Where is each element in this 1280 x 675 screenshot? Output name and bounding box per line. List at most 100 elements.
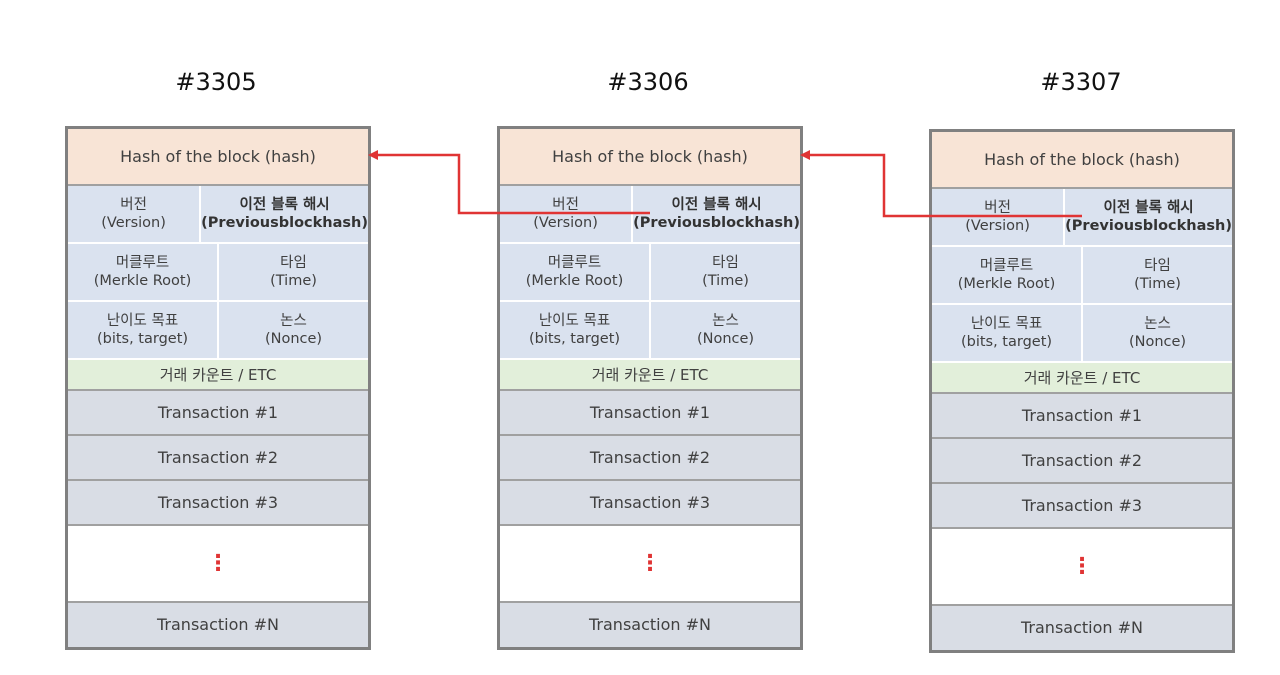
version-cell: 버전 (Version) bbox=[932, 189, 1063, 245]
ellipsis-cell: ⋮ bbox=[68, 526, 368, 601]
etc-row: 거래 카운트 / ETC bbox=[68, 360, 368, 391]
bits-cell: 난이도 목표 (bits, target) bbox=[68, 302, 217, 358]
version-cell: 버전 (Version) bbox=[68, 186, 199, 242]
block-hash-label: Hash of the block (hash) bbox=[984, 149, 1180, 169]
bits-label: 난이도 목표 bbox=[538, 313, 611, 329]
nonce-label: 논스 bbox=[280, 313, 307, 329]
header-row-bits: 난이도 목표 (bits, target) 논스 (Nonce) bbox=[932, 305, 1232, 363]
bits-sublabel: (bits, target) bbox=[96, 331, 189, 347]
transaction-row: Transaction #2 bbox=[500, 436, 800, 481]
ellipsis-cell: ⋮ bbox=[932, 529, 1232, 604]
block-hash-label: Hash of the block (hash) bbox=[120, 146, 316, 166]
transaction-label: Transaction #1 bbox=[1021, 405, 1143, 425]
version-label: 버전 bbox=[552, 197, 579, 213]
merkle-label: 머클루트 bbox=[547, 255, 602, 271]
bits-sublabel: (bits, target) bbox=[960, 334, 1053, 350]
prev-hash-sublabel: (Previousblockhash) bbox=[201, 215, 368, 231]
header-row-version: 버전 (Version) 이전 블록 해시 (Previousblockhash… bbox=[68, 186, 368, 244]
ellipsis-row: ⋮ bbox=[932, 529, 1232, 606]
prev-hash-label: 이전 블록 해시 bbox=[239, 197, 330, 213]
nonce-cell: 논스 (Nonce) bbox=[1081, 305, 1232, 361]
prev-hash-label: 이전 블록 해시 bbox=[671, 197, 762, 213]
nonce-cell: 논스 (Nonce) bbox=[217, 302, 368, 358]
header-row-merkle: 머클루트 (Merkle Root) 타임 (Time) bbox=[932, 247, 1232, 305]
transaction-label: Transaction #1 bbox=[157, 402, 279, 422]
header-row-bits: 난이도 목표 (bits, target) 논스 (Nonce) bbox=[500, 302, 800, 360]
transaction-row: Transaction #2 bbox=[68, 436, 368, 481]
transaction-label: Transaction #2 bbox=[157, 447, 279, 467]
time-sublabel: (Time) bbox=[702, 273, 749, 289]
ellipsis-row: ⋮ bbox=[500, 526, 800, 603]
header-row-version: 버전 (Version) 이전 블록 해시 (Previousblockhash… bbox=[932, 189, 1232, 247]
arrow-3307-to-3306 bbox=[800, 150, 1082, 218]
version-sublabel: (Version) bbox=[101, 215, 166, 231]
time-cell: 타임 (Time) bbox=[649, 244, 800, 300]
transaction-row: Transaction #1 bbox=[932, 394, 1232, 439]
version-sublabel: (Version) bbox=[965, 218, 1030, 234]
etc-label: 거래 카운트 / ETC bbox=[591, 365, 709, 384]
bits-cell: 난이도 목표 (bits, target) bbox=[500, 302, 649, 358]
merkle-label: 머클루트 bbox=[979, 258, 1034, 274]
block-hash-row: Hash of the block (hash) bbox=[500, 129, 800, 186]
transaction-row-last: Transaction #N bbox=[500, 603, 800, 647]
transaction-row: Transaction #1 bbox=[68, 391, 368, 436]
merkle-cell: 머클루트 (Merkle Root) bbox=[500, 244, 649, 300]
block-hash-label: Hash of the block (hash) bbox=[552, 146, 748, 166]
prev-hash-cell: 이전 블록 해시 (Previousblockhash) bbox=[199, 186, 368, 242]
transaction-row: Transaction #3 bbox=[68, 481, 368, 526]
transaction-row-last: Transaction #N bbox=[68, 603, 368, 647]
transaction-label: Transaction #3 bbox=[589, 492, 711, 512]
transaction-row-last: Transaction #N bbox=[932, 606, 1232, 650]
transaction-label-last: Transaction #N bbox=[589, 615, 711, 634]
transaction-label: Transaction #3 bbox=[1021, 495, 1143, 515]
version-cell: 버전 (Version) bbox=[500, 186, 631, 242]
transaction-label: Transaction #3 bbox=[157, 492, 279, 512]
version-sublabel: (Version) bbox=[533, 215, 598, 231]
time-cell: 타임 (Time) bbox=[217, 244, 368, 300]
block-title-3305: #3305 bbox=[175, 68, 257, 96]
bits-label: 난이도 목표 bbox=[106, 313, 179, 329]
merkle-sublabel: (Merkle Root) bbox=[957, 276, 1056, 292]
merkle-cell: 머클루트 (Merkle Root) bbox=[68, 244, 217, 300]
block-title-3307: #3307 bbox=[1040, 68, 1122, 96]
time-label: 타임 bbox=[712, 255, 739, 271]
header-row-version: 버전 (Version) 이전 블록 해시 (Previousblockhash… bbox=[500, 186, 800, 244]
block-3307: Hash of the block (hash) 버전 (Version) 이전… bbox=[929, 129, 1235, 653]
etc-row: 거래 카운트 / ETC bbox=[932, 363, 1232, 394]
time-sublabel: (Time) bbox=[270, 273, 317, 289]
block-title-3306: #3306 bbox=[607, 68, 689, 96]
bits-cell: 난이도 목표 (bits, target) bbox=[932, 305, 1081, 361]
version-label: 버전 bbox=[984, 200, 1011, 216]
transaction-label-last: Transaction #N bbox=[157, 615, 279, 634]
prev-hash-sublabel: (Previousblockhash) bbox=[633, 215, 800, 231]
arrow-3306-to-3305 bbox=[368, 150, 650, 215]
prev-hash-label: 이전 블록 해시 bbox=[1103, 200, 1194, 216]
time-label: 타임 bbox=[1144, 258, 1171, 274]
ellipsis-row: ⋮ bbox=[68, 526, 368, 603]
etc-label: 거래 카운트 / ETC bbox=[159, 365, 277, 384]
transaction-label: Transaction #2 bbox=[1021, 450, 1143, 470]
transaction-row: Transaction #3 bbox=[500, 481, 800, 526]
time-cell: 타임 (Time) bbox=[1081, 247, 1232, 303]
time-label: 타임 bbox=[280, 255, 307, 271]
ellipsis-cell: ⋮ bbox=[500, 526, 800, 601]
prev-hash-sublabel: (Previousblockhash) bbox=[1065, 218, 1232, 234]
nonce-sublabel: (Nonce) bbox=[1128, 334, 1187, 350]
transaction-label-last: Transaction #N bbox=[1021, 618, 1143, 637]
transaction-label: Transaction #2 bbox=[589, 447, 711, 467]
version-label: 버전 bbox=[120, 197, 147, 213]
nonce-sublabel: (Nonce) bbox=[696, 331, 755, 347]
transaction-row: Transaction #3 bbox=[932, 484, 1232, 529]
transaction-row: Transaction #1 bbox=[500, 391, 800, 436]
nonce-label: 논스 bbox=[712, 313, 739, 329]
block-hash-row: Hash of the block (hash) bbox=[68, 129, 368, 186]
nonce-sublabel: (Nonce) bbox=[264, 331, 323, 347]
etc-row: 거래 카운트 / ETC bbox=[500, 360, 800, 391]
block-3305: Hash of the block (hash) 버전 (Version) 이전… bbox=[65, 126, 371, 650]
transaction-row: Transaction #2 bbox=[932, 439, 1232, 484]
header-row-merkle: 머클루트 (Merkle Root) 타임 (Time) bbox=[500, 244, 800, 302]
time-sublabel: (Time) bbox=[1134, 276, 1181, 292]
block-hash-row: Hash of the block (hash) bbox=[932, 132, 1232, 189]
nonce-label: 논스 bbox=[1144, 316, 1171, 332]
merkle-label: 머클루트 bbox=[115, 255, 170, 271]
